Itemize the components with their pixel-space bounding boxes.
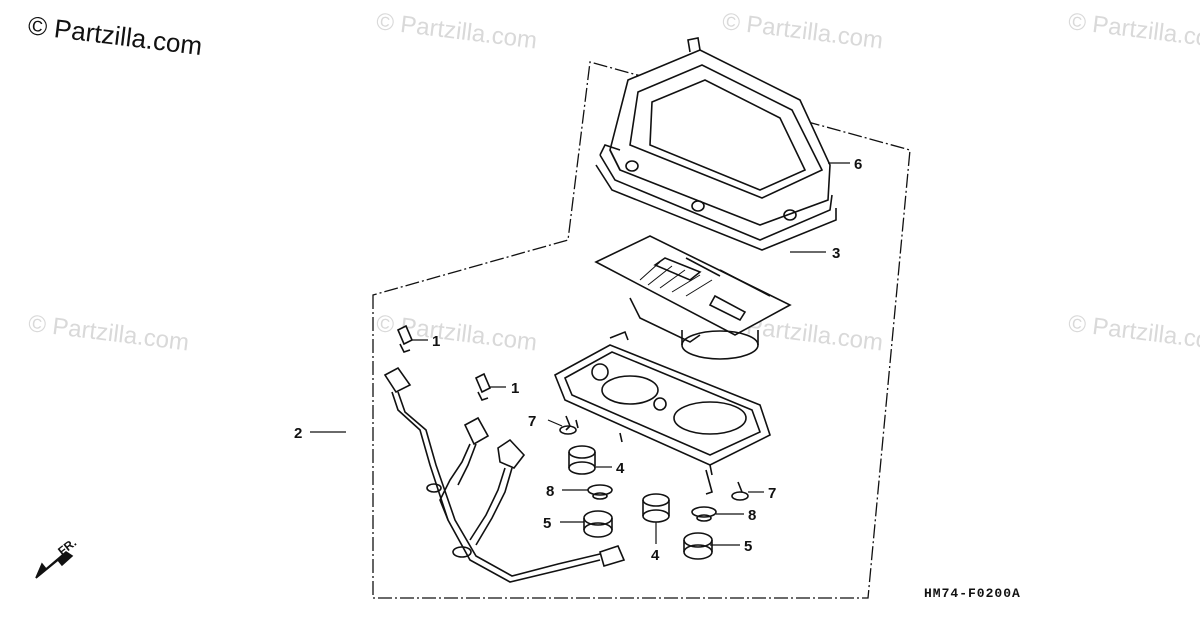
callout-4: 4 <box>651 547 660 564</box>
collar <box>691 506 717 522</box>
callout-2: 2 <box>294 425 302 442</box>
bulb <box>474 372 492 401</box>
callout-8: 8 <box>546 483 554 500</box>
callout-1: 1 <box>432 333 440 350</box>
leader-lines <box>310 162 850 546</box>
bulb <box>396 324 414 353</box>
stud <box>705 469 713 495</box>
callout-4: 4 <box>616 460 625 477</box>
callout-3: 3 <box>832 245 840 262</box>
front-label: FR. <box>55 535 79 558</box>
screw <box>731 481 749 501</box>
callout-6: 6 <box>854 156 862 173</box>
grommet <box>568 445 596 475</box>
diagram-code: HM74-F0200A <box>924 586 1021 601</box>
screw <box>559 415 577 435</box>
grommet <box>642 493 670 523</box>
callout-5: 5 <box>543 515 551 532</box>
callout-5: 5 <box>744 538 752 555</box>
meter-case <box>595 37 837 251</box>
wire-harness <box>383 366 626 583</box>
dial-plate <box>594 235 792 360</box>
collar <box>587 484 613 500</box>
meter-base <box>553 330 771 476</box>
rubber-mount <box>683 532 713 560</box>
callout-1: 1 <box>511 380 519 397</box>
callout-7: 7 <box>528 413 536 430</box>
rubber-mount <box>583 510 613 538</box>
callout-7: 7 <box>768 485 776 502</box>
front-arrow-icon <box>35 550 74 579</box>
callout-8: 8 <box>748 507 756 524</box>
